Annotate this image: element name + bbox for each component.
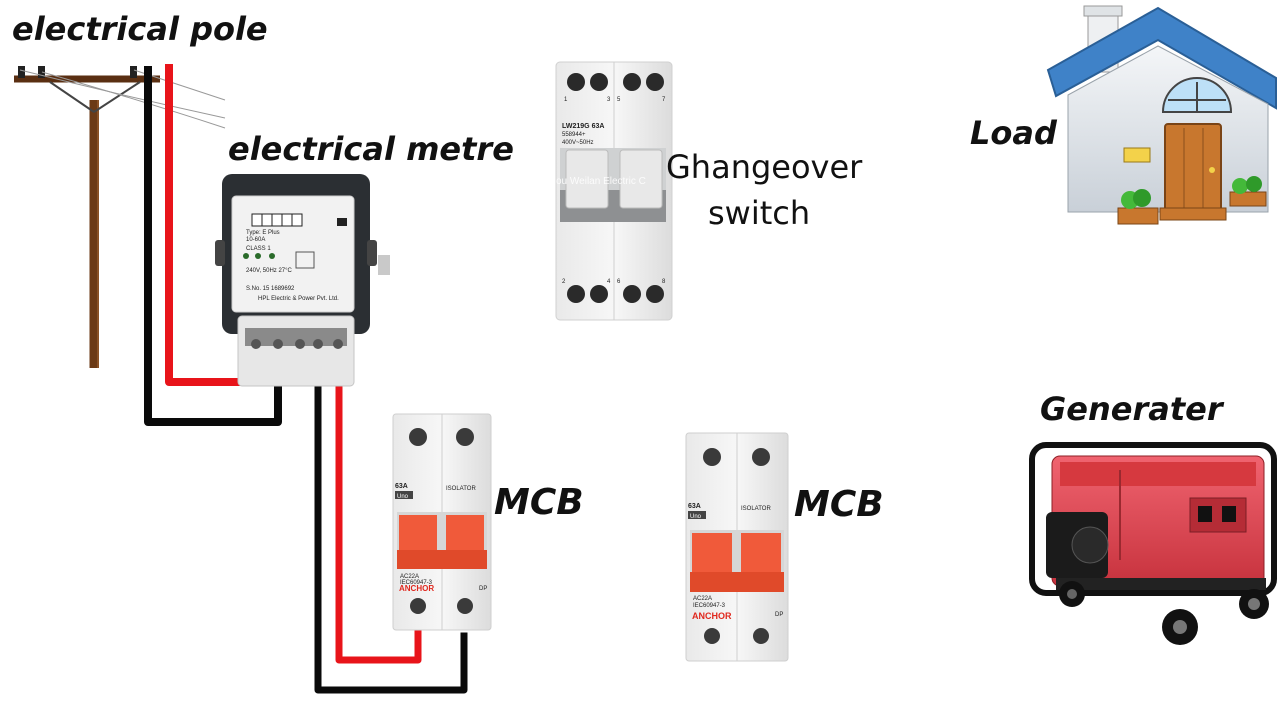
mcb-right-pole-type: DP [775, 612, 783, 618]
mcb-right-standard1: AC22A [693, 596, 712, 602]
watermark-text: ou Weilan Electric C [556, 176, 646, 187]
mcb-left-pole-type: DP [479, 586, 487, 592]
changeover-model: LW219G 63A [562, 123, 604, 130]
mcb-right-rating: 63A [688, 503, 701, 510]
changeover-serial: 558944+ [562, 132, 586, 138]
live-wire-meter-mcb [335, 334, 422, 664]
generator-label: Generater [1040, 390, 1223, 428]
changeover-terminal-7: 7 [662, 97, 666, 103]
changeover-terminal-6: 6 [617, 279, 621, 285]
mcb-right-standard2: IEC60947-3 [693, 603, 726, 609]
mcb-left-standard2: IEC60947-3 [400, 580, 433, 586]
meter-serial: S.No. 15 1689692 [246, 286, 295, 292]
mcb-left-rating: 63A [395, 483, 408, 490]
changeover-terminal-4: 4 [607, 279, 611, 285]
changeover-rating: 400V~50Hz [562, 140, 594, 146]
mcb-left-brand: Uno [397, 494, 409, 500]
mcb-left-isolator: ISOLATOR [446, 486, 476, 492]
meter-voltage: 240V, 50Hz 27°C [246, 268, 293, 274]
changeover-terminal-1: 1 [564, 97, 568, 103]
house-icon [1046, 5, 1277, 225]
breaker-icon-left: 63A Uno ISOLATOR AC22A IEC60947-3 ANCHOR… [392, 413, 492, 631]
changeover-label-line1: Ghangeover [666, 148, 863, 186]
pole-label: electrical pole [12, 10, 268, 48]
mcb-left-standard1: AC22A [400, 574, 419, 580]
meter-type: Type: E Plus [246, 230, 280, 236]
neutral-wire-meter-mcb [314, 334, 468, 694]
meter-rating: 10-60A [246, 237, 265, 243]
changeover-label-line2: switch [708, 194, 811, 232]
changeover-switch-icon: 1 3 5 7 2 4 6 8 LW219G 63A 558944+ 400V~… [555, 61, 673, 321]
changeover-terminal-8: 8 [662, 279, 666, 285]
mcb-right-brand: Uno [690, 514, 702, 520]
mcb-left-maker: ANCHOR [399, 584, 434, 593]
changeover-terminal-2: 2 [562, 279, 566, 285]
meter-label: electrical metre [228, 130, 514, 168]
mcb-right-isolator: ISOLATOR [741, 506, 771, 512]
changeover-terminal-3: 3 [607, 97, 611, 103]
generator-icon [1029, 442, 1277, 645]
meter-class: CLASS 1 [246, 246, 271, 252]
utility-pole-icon [14, 66, 226, 368]
meter-brand: HPL Electric & Power Pvt. Ltd. [258, 296, 339, 302]
breaker-icon-right: 63A Uno ISOLATOR AC22A IEC60947-3 ANCHOR… [685, 432, 789, 662]
energy-meter-icon: 10-60A CLASS 1 240V, 50Hz 27°C S.No. 15 … [215, 174, 390, 387]
mcb-left-label: MCB [494, 482, 584, 523]
load-label: Load [970, 114, 1057, 152]
mcb-right-label: MCB [794, 484, 884, 525]
changeover-terminal-5: 5 [617, 97, 621, 103]
mcb-right-maker: ANCHOR [692, 611, 732, 621]
